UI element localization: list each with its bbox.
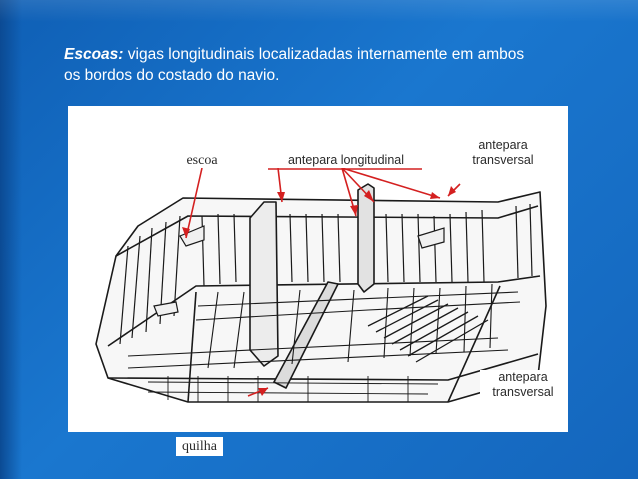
heading-line-2: os bordos do costado do navio.	[64, 67, 280, 84]
label-quilha: quilha	[176, 437, 223, 456]
ship-hull-drawing	[95, 167, 547, 403]
label-antepara-transversal-bottom-line1: antepara	[498, 370, 548, 384]
ship-structure-figure: escoa antepara longitudinal antepara tra…	[68, 106, 568, 432]
label-antepara-longitudinal: antepara longitudinal	[268, 153, 424, 168]
heading-line-1: vigas longitudinais localizadadas intern…	[123, 46, 525, 63]
heading-term: Escoas:	[64, 46, 124, 63]
slide-edge-shade	[0, 0, 22, 479]
label-escoa: escoa	[176, 153, 228, 168]
label-antepara-transversal-bottom-line2: transversal	[492, 385, 554, 399]
label-antepara-transversal-top-line2: transversal	[472, 153, 534, 167]
label-antepara-transversal-top: antepara transversal	[460, 138, 546, 168]
arrowheads	[182, 186, 456, 396]
label-antepara-transversal-top-line1: antepara	[478, 138, 528, 152]
slide-top-band	[0, 0, 638, 22]
label-antepara-transversal-bottom: antepara transversal	[480, 370, 566, 400]
slide-heading: Escoas: vigas longitudinais localizadada…	[64, 44, 584, 86]
